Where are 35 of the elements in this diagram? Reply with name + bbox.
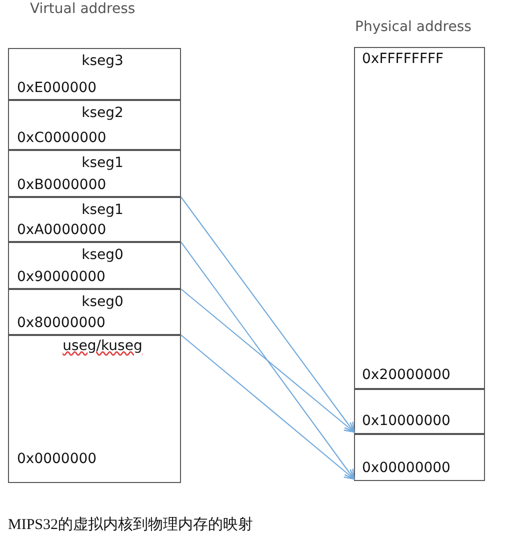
memory-segment-box [8,196,181,242]
memory-segment-box [8,334,181,482]
address-text: 0x10000000 [362,412,450,430]
address-text: 0x0000000 [17,450,97,468]
column-heading: Virtual address [30,0,136,18]
address-text: 0x00000000 [362,458,450,476]
segment-name: kseg3 [80,52,124,70]
address-text: 0xC0000000 [17,128,106,146]
memory-segment-box [354,388,485,434]
address-text: 0xB0000000 [17,176,106,194]
mapping-arrow [180,334,355,480]
memory-segment-box [354,434,485,480]
segment-name: kseg0 [80,292,124,310]
segment-name: useg/kuseg [62,336,144,354]
mapping-arrow [180,196,355,433]
segment-name: kseg1 [80,154,124,172]
caption: MIPS32的虚拟内核到物理内存的映射 [8,516,254,535]
address-text: 0xA0000000 [17,220,106,238]
address-text: 0x80000000 [17,314,106,332]
segment-name: kseg2 [80,104,124,122]
memory-segment-box [8,100,181,150]
memory-segment-box [8,150,181,196]
memory-segment-box [354,46,485,388]
segment-name: kseg1 [80,200,124,218]
mapping-arrow [180,242,355,480]
address-text: 0x90000000 [17,268,106,286]
address-text: 0xFFFFFFFF [362,50,444,68]
memory-segment-box [8,242,181,288]
address-text: 0xE000000 [17,78,96,96]
memory-segment-box [8,288,181,334]
mapping-arrow [180,288,355,433]
memory-segment-box [8,48,181,100]
segment-name: kseg0 [80,246,124,264]
address-text: 0x20000000 [362,366,450,384]
column-heading: Physical address [355,18,472,36]
